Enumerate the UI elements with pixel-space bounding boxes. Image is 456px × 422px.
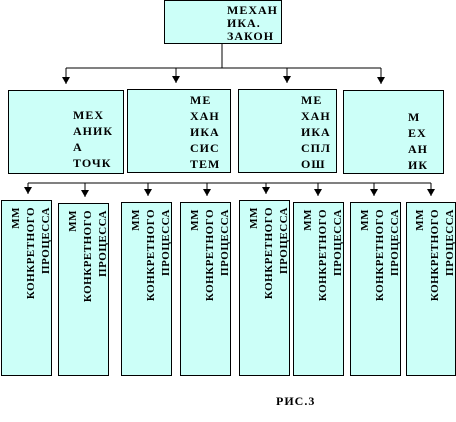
level3-box-label: ММ КОНКРЕТНОГО ПРОЦЕССА [188,209,231,302]
level3-box-label: ММ КОНКРЕТНОГО ПРОЦЕССА [66,210,109,303]
level3-box-3: ММ КОНКРЕТНОГО ПРОЦЕССА [121,202,172,376]
level3-box-label: ММ КОНКРЕТНОГО ПРОЦЕССА [414,209,456,302]
level2-box-label: МЕ ХАН ИКА СИС ТЕМ Ы [190,93,221,171]
level3-box-7: ММ КОНКРЕТНОГО ПРОЦЕССА [350,202,401,376]
level3-box-label: ММ КОНКРЕТНОГО ПРОЦЕССА [247,207,290,300]
level2-box-label: М ЕХ АН ИК А [408,110,429,172]
level2-box-continuum-mechanics: МЕ ХАН ИКА СПЛ ОШ НОЙ [238,89,337,173]
top-box-mechanics-laws: МЕХАН ИКА. ЗАКОН [164,0,282,44]
level2-box-mechanics-other: М ЕХ АН ИК А [343,90,444,174]
level2-box-point-mechanics: МЕХ АНИК А ТОЧК [8,90,124,174]
level3-box-4: ММ КОНКРЕТНОГО ПРОЦЕССА [180,202,231,376]
figure-caption: РИС.3 [276,394,316,408]
level3-box-8: ММ КОНКРЕТНОГО ПРОЦЕССА [406,202,456,376]
level2-box-system-mechanics: МЕ ХАН ИКА СИС ТЕМ Ы [127,89,231,173]
level2-box-label: МЕ ХАН ИКА СПЛ ОШ НОЙ [301,93,331,171]
level3-box-2: ММ КОНКРЕТНОГО ПРОЦЕССА [58,203,109,376]
top-box-label: МЕХАН ИКА. ЗАКОН [227,3,278,43]
level3-box-5: ММ КОНКРЕТНОГО ПРОЦЕССА [239,200,290,376]
level3-box-label: ММ КОНКРЕТНОГО ПРОЦЕССА [358,209,401,302]
level3-box-label: ММ КОНКРЕТНОГО ПРОЦЕССА [9,207,52,300]
level3-box-1: ММ КОНКРЕТНОГО ПРОЦЕССА [1,200,52,376]
level2-box-label: МЕХ АНИК А ТОЧК [73,108,114,170]
level3-box-label: ММ КОНКРЕТНОГО ПРОЦЕССА [129,209,172,302]
level3-box-6: ММ КОНКРЕТНОГО ПРОЦЕССА [293,202,344,376]
level3-box-label: ММ КОНКРЕТНОГО ПРОЦЕССА [301,209,344,302]
